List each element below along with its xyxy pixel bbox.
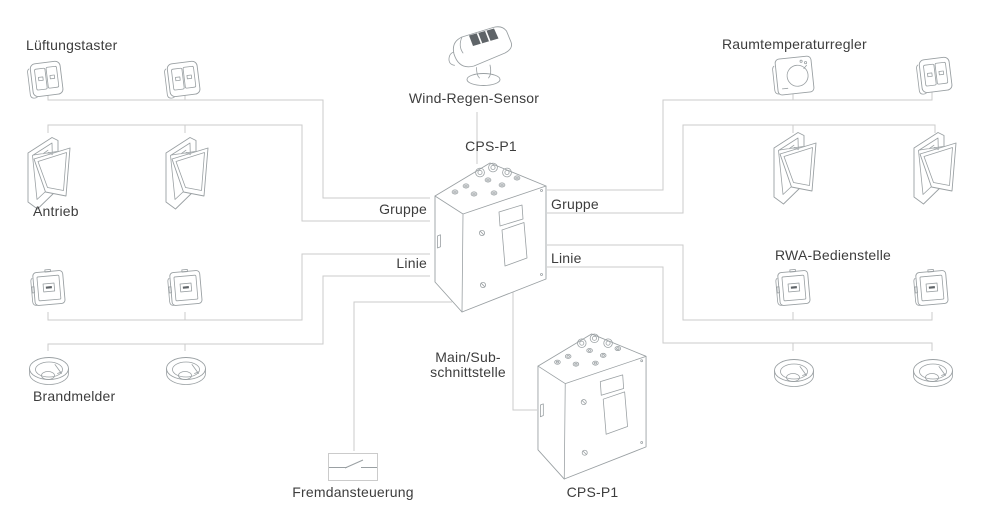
smoke-detector-icon: [26, 349, 72, 393]
ventilation-switch-icon: [915, 52, 955, 96]
wind-rain-sensor-icon: [443, 22, 519, 90]
label-lueftungstaster: Lüftungstaster: [26, 37, 118, 53]
rwa-call-point-icon: [774, 264, 814, 314]
rwa-call-point-icon: [912, 264, 952, 314]
smoke-detector-icon: [771, 351, 817, 395]
ventilation-switch-icon: [163, 56, 203, 100]
window-actuator-icon: [768, 127, 820, 207]
window-actuator-icon: [160, 132, 212, 212]
label-main-sub-line1: Main/Sub-: [435, 349, 501, 365]
rwa-call-point-icon: [166, 264, 206, 314]
label-cps-p1-sub: CPS-P1: [566, 484, 619, 500]
label-cps-p1-main: CPS-P1: [465, 138, 517, 154]
relay-contact-icon: [328, 453, 378, 481]
control-panel-icon: [433, 161, 549, 313]
ventilation-switch-icon: [26, 56, 66, 100]
label-raumtemperaturregler: Raumtemperaturregler: [722, 36, 867, 52]
label-brandmelder: Brandmelder: [33, 388, 116, 404]
control-panel-icon: [536, 332, 649, 480]
label-fremdansteuerung: Fremdansteuerung: [292, 484, 414, 500]
label-main-sub-schnittstelle: Main/Sub- schnittstelle: [430, 350, 506, 380]
window-actuator-icon: [22, 132, 74, 212]
smoke-detector-icon: [163, 349, 209, 393]
label-rwa-bedienstelle: RWA-Bedienstelle: [775, 247, 892, 263]
label-linie-right: Linie: [551, 250, 582, 266]
label-antrieb: Antrieb: [33, 203, 79, 219]
label-main-sub-line2: schnittstelle: [430, 364, 506, 380]
label-wind-regen-sensor: Wind-Regen-Sensor: [408, 90, 540, 106]
window-actuator-icon: [908, 127, 960, 207]
label-gruppe-left: Gruppe: [379, 201, 427, 217]
smoke-detector-icon: [910, 351, 956, 395]
label-gruppe-right: Gruppe: [551, 196, 599, 212]
thermostat-icon: [772, 50, 818, 100]
label-linie-left: Linie: [396, 255, 427, 271]
rwa-call-point-icon: [29, 264, 69, 314]
